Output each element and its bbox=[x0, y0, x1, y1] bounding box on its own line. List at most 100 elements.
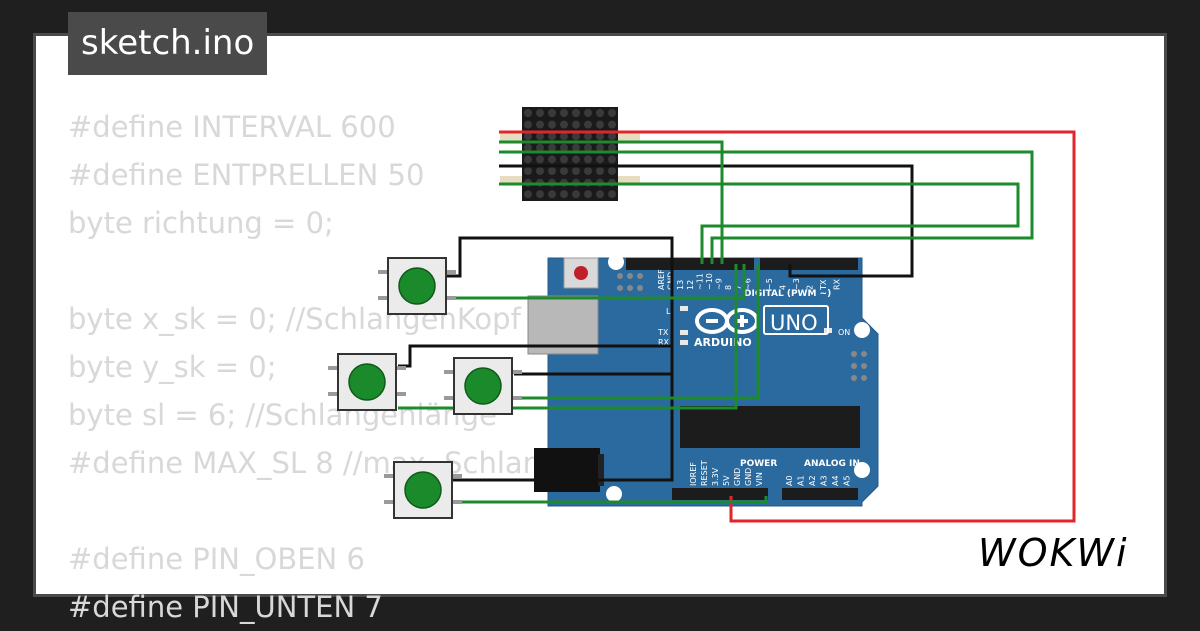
pin-label: A0 bbox=[785, 475, 794, 486]
matrix-led bbox=[560, 132, 568, 141]
matrix-led bbox=[572, 143, 580, 152]
matrix-led bbox=[584, 190, 592, 199]
code-line: byte richtung = 0; bbox=[68, 206, 334, 240]
button-cap[interactable] bbox=[348, 363, 386, 401]
matrix-led bbox=[524, 120, 532, 129]
matrix-led bbox=[584, 143, 592, 152]
pushbutton[interactable] bbox=[328, 353, 406, 411]
matrix-led bbox=[548, 155, 556, 164]
board-brand-label: ARDUINO bbox=[694, 336, 752, 349]
matrix-led bbox=[572, 155, 580, 164]
pin-label: ~3 bbox=[792, 278, 801, 290]
pin-label: ~6 bbox=[743, 278, 752, 290]
board-digital-label: DIGITAL (PWM ~) bbox=[744, 289, 831, 299]
matrix-led bbox=[536, 167, 544, 175]
wire-green-btn4 bbox=[452, 496, 768, 504]
pin-label: A5 bbox=[843, 475, 852, 486]
pin-label: 7 bbox=[734, 285, 743, 290]
pin-label: A4 bbox=[831, 475, 840, 486]
code-line: #define PIN_UNTEN 7 bbox=[68, 590, 383, 624]
matrix-led bbox=[560, 143, 568, 152]
button-cap[interactable] bbox=[464, 367, 502, 405]
wire-green-matrix-2 bbox=[499, 150, 1034, 264]
pin-label: GND bbox=[733, 468, 742, 486]
matrix-led bbox=[560, 155, 568, 164]
matrix-led bbox=[596, 190, 604, 199]
code-line: #define MAX_SL 8 //max. Schlan bbox=[68, 446, 542, 480]
button-cap[interactable] bbox=[398, 267, 436, 305]
matrix-led bbox=[548, 120, 556, 129]
matrix-led bbox=[536, 143, 544, 152]
code-line: #define INTERVAL 600 bbox=[68, 110, 396, 144]
pushbutton[interactable] bbox=[444, 357, 522, 415]
pin-label: RESET bbox=[700, 460, 709, 486]
pin-label: 8 bbox=[724, 285, 733, 290]
pin-label: ~9 bbox=[715, 278, 724, 290]
matrix-led bbox=[608, 143, 616, 152]
button-cap[interactable] bbox=[404, 471, 442, 509]
matrix-led bbox=[572, 109, 580, 117]
matrix-led bbox=[572, 132, 580, 141]
pin-label: 13 bbox=[676, 280, 685, 290]
matrix-led bbox=[608, 120, 616, 129]
board-l-label: L bbox=[666, 307, 671, 316]
matrix-led bbox=[596, 143, 604, 152]
matrix-led bbox=[536, 190, 544, 199]
led-matrix[interactable] bbox=[500, 107, 640, 201]
matrix-led bbox=[608, 132, 616, 141]
wire-green-btn1 bbox=[446, 264, 746, 300]
pin-label: 2 bbox=[806, 285, 815, 290]
matrix-led bbox=[536, 120, 544, 129]
wire-green-matrix-1 bbox=[499, 140, 724, 264]
board-on-label: ON bbox=[838, 328, 850, 337]
matrix-led bbox=[608, 109, 616, 117]
matrix-led bbox=[596, 167, 604, 175]
pin-label: TX bbox=[819, 279, 828, 291]
matrix-led bbox=[584, 120, 592, 129]
power-jack bbox=[534, 448, 600, 492]
matrix-led bbox=[548, 190, 556, 199]
code-preview: #define INTERVAL 600#define ENTPRELLEN 5… bbox=[68, 103, 541, 631]
power-header bbox=[672, 488, 768, 500]
matrix-led bbox=[524, 132, 532, 141]
matrix-led bbox=[548, 143, 556, 152]
pin-label: ~11 bbox=[695, 273, 704, 290]
wire-green-matrix-3 bbox=[499, 182, 1020, 264]
svg-text:WOKWi: WOKWi bbox=[978, 531, 1129, 575]
code-line: byte y_sk = 0; bbox=[68, 350, 277, 384]
pin-label: GND bbox=[744, 468, 753, 486]
pin-label: A3 bbox=[820, 475, 829, 486]
matrix-led bbox=[608, 155, 616, 164]
matrix-led bbox=[572, 167, 580, 175]
pushbutton[interactable] bbox=[378, 257, 456, 315]
matrix-led bbox=[596, 155, 604, 164]
wire-green-btn3 bbox=[514, 264, 760, 400]
board-analog-label: ANALOG IN bbox=[804, 459, 860, 469]
pin-label: A1 bbox=[797, 475, 806, 486]
icsp-header-2 bbox=[851, 351, 867, 381]
matrix-led bbox=[584, 132, 592, 141]
matrix-led bbox=[560, 120, 568, 129]
matrix-led bbox=[524, 109, 532, 117]
matrix-led bbox=[596, 120, 604, 129]
pin-label: RX bbox=[833, 278, 842, 290]
pushbutton[interactable] bbox=[384, 461, 462, 519]
matrix-led bbox=[596, 132, 604, 141]
matrix-led bbox=[524, 143, 532, 152]
matrix-led bbox=[560, 167, 568, 175]
matrix-led bbox=[536, 155, 544, 164]
matrix-led bbox=[596, 109, 604, 117]
matrix-led bbox=[536, 109, 544, 117]
reset-button[interactable] bbox=[563, 257, 599, 289]
matrix-led bbox=[572, 190, 580, 199]
pin-label: AREF bbox=[657, 269, 666, 290]
pin-label: A2 bbox=[808, 475, 817, 486]
matrix-led bbox=[560, 109, 568, 117]
board-model-label: UNO bbox=[770, 311, 818, 335]
matrix-led bbox=[524, 167, 532, 175]
pin-label: 3.3V bbox=[711, 467, 720, 486]
file-tab[interactable]: sketch.ino bbox=[68, 12, 268, 75]
matrix-led bbox=[524, 155, 532, 164]
